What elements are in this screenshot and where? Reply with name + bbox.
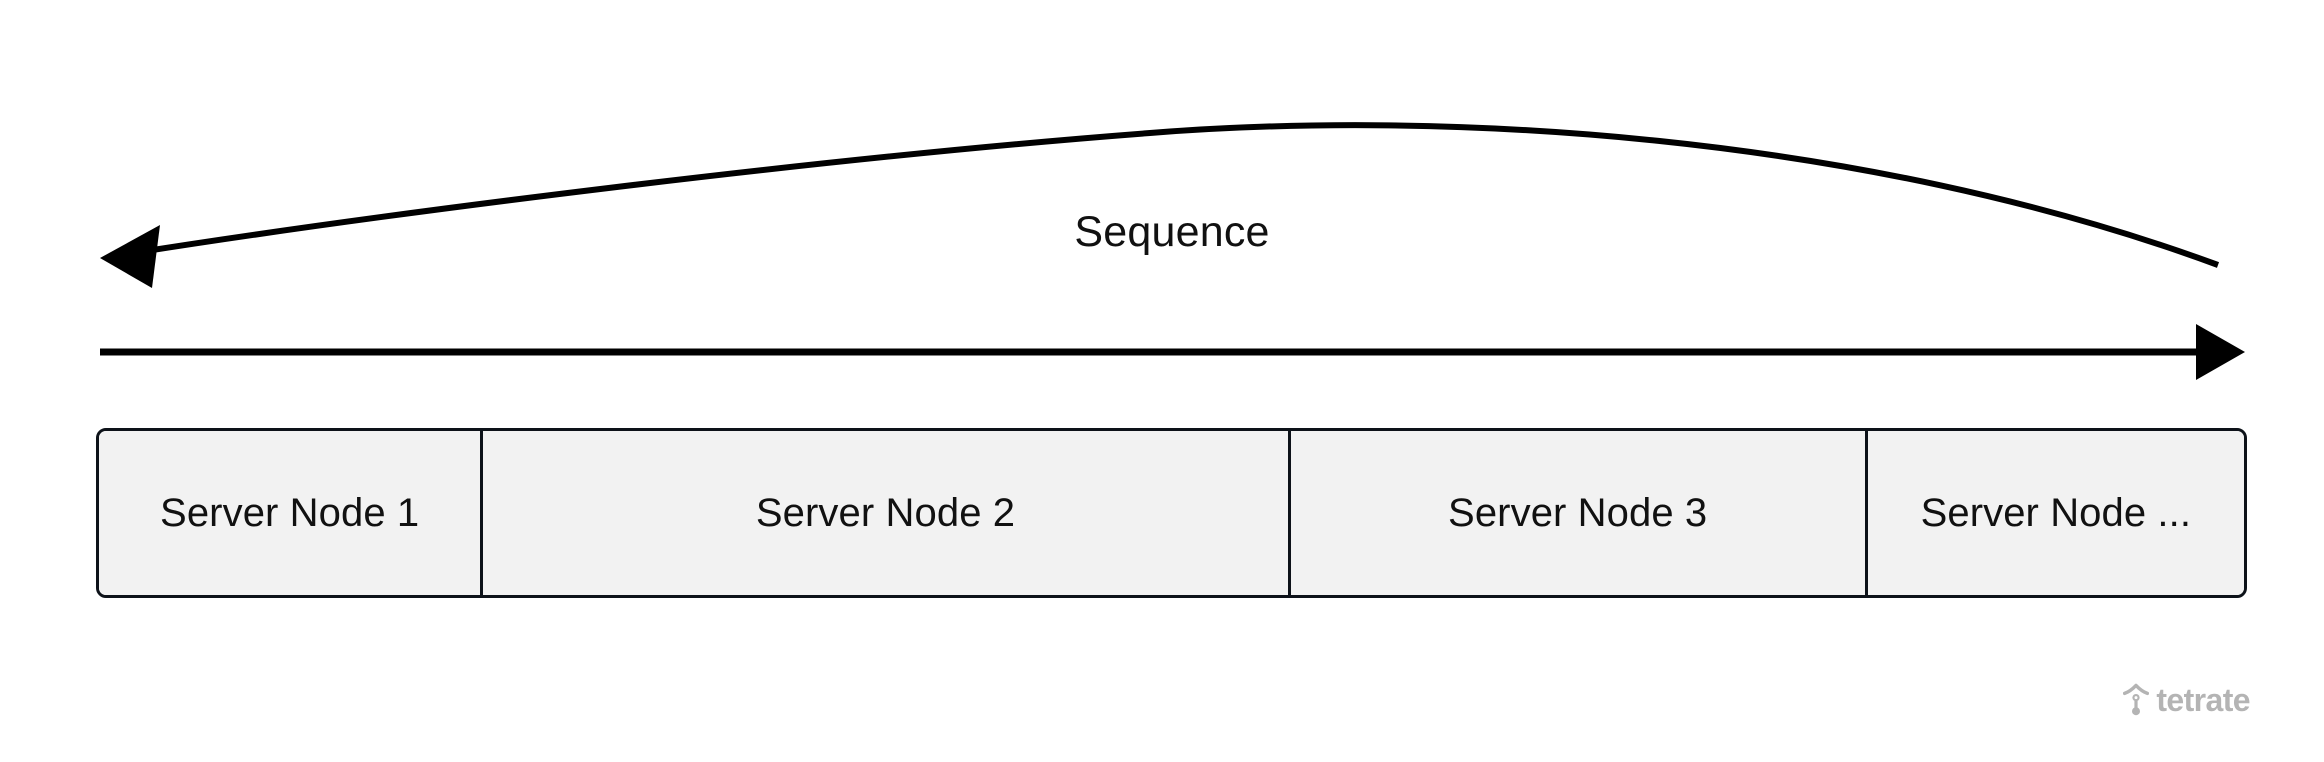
server-node-cell-2[interactable]: Server Node 2: [483, 431, 1291, 595]
server-node-label: Server Node 3: [1448, 491, 1708, 535]
tetrate-wordmark: tetrate: [2156, 682, 2250, 718]
server-node-cell-1[interactable]: Server Node 1: [99, 431, 484, 595]
sequence-arc-arrow: [100, 122, 2220, 288]
server-node-label: Server Node 2: [755, 491, 1016, 535]
tetrate-arrow-mark-icon: [2123, 683, 2150, 716]
arc-arrowhead-icon: [100, 225, 160, 288]
axis-arrowhead-icon: [2196, 324, 2245, 380]
sequence-axis-arrow: [100, 324, 2245, 380]
server-node-label: Server Node ...: [1920, 491, 2192, 535]
server-node-cell-overflow[interactable]: Server Node ...: [1867, 431, 2244, 595]
tetrate-logo: tetrate: [2123, 681, 2251, 719]
server-node-label: Server Node 1: [160, 491, 420, 535]
server-node-cell-3[interactable]: Server Node 3: [1290, 431, 1868, 595]
server-node-bar: Server Node 1 Server Node 2 Server Node …: [96, 428, 2247, 598]
